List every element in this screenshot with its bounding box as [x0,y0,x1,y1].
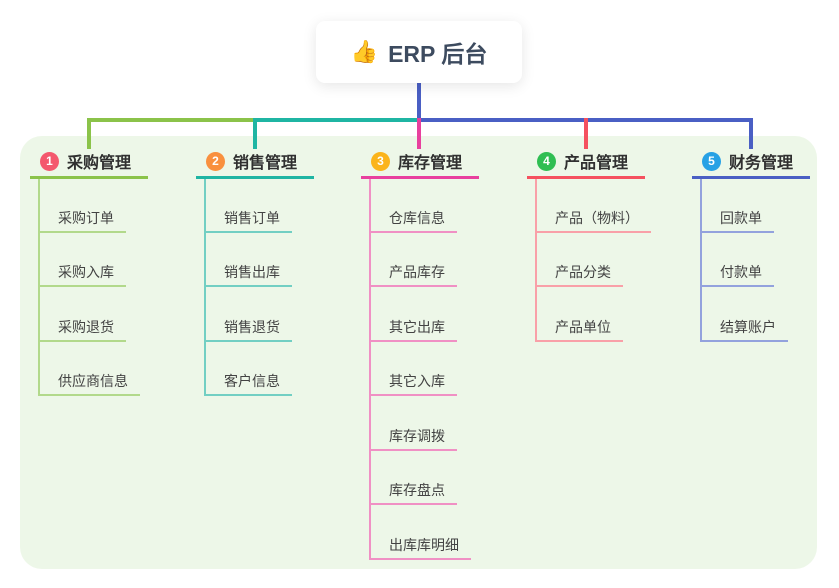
branch-spine [535,179,537,342]
connector-horizontal-branch2 [253,118,420,122]
child-node[interactable]: 销售退货 [204,314,292,342]
connector-drop-branch2 [253,118,257,149]
connector-drop-branch5 [749,118,753,149]
branch-label: 采购管理 [67,155,132,172]
child-node[interactable]: 出库库明细 [369,532,471,560]
child-node[interactable]: 采购订单 [38,205,126,233]
child-node[interactable]: 采购入库 [38,259,126,287]
branch-underline [361,176,479,179]
mindmap-background-panel [20,136,817,569]
root-node[interactable]: 👍 ERP 后台 [316,21,522,83]
connector-drop-branch3 [417,118,421,149]
child-node[interactable]: 付款单 [700,259,774,287]
branch-underline [30,176,148,179]
connector-horizontal-branch1 [87,118,255,122]
child-node[interactable]: 其它入库 [369,368,457,396]
child-node[interactable]: 采购退货 [38,314,126,342]
branch-spine [700,179,702,342]
branch-node-inventory[interactable]: 3 库存管理 [371,148,462,174]
branch-spine [369,179,371,560]
child-node[interactable]: 产品库存 [369,259,457,287]
branch-node-finance[interactable]: 5 财务管理 [702,148,793,174]
root-title: ERP 后台 [388,41,488,67]
badge-2-icon: 2 [206,151,225,171]
branch-label: 产品管理 [564,155,629,172]
badge-4-icon: 4 [537,151,556,171]
child-node[interactable]: 产品单位 [535,314,623,342]
child-node[interactable]: 库存调拨 [369,423,457,451]
badge-3-icon: 3 [371,151,390,171]
badge-1-icon: 1 [40,151,59,171]
branch-label: 销售管理 [233,155,298,172]
connector-drop-branch1 [87,118,91,149]
branch-node-purchase[interactable]: 1 采购管理 [40,148,131,174]
branch-label: 财务管理 [729,155,794,172]
branch-label: 库存管理 [398,155,463,172]
child-node[interactable]: 产品（物料） [535,205,651,233]
child-node[interactable]: 客户信息 [204,368,292,396]
branch-node-sales[interactable]: 2 销售管理 [206,148,297,174]
child-node[interactable]: 其它出库 [369,314,457,342]
child-node[interactable]: 销售出库 [204,259,292,287]
child-node[interactable]: 结算账户 [700,314,788,342]
thumbs-up-icon: 👍 [350,39,379,64]
branch-underline [527,176,645,179]
connector-root-drop [417,83,421,120]
branch-underline [196,176,314,179]
child-node[interactable]: 供应商信息 [38,368,140,396]
branch-node-product[interactable]: 4 产品管理 [537,148,628,174]
child-node[interactable]: 回款单 [700,205,774,233]
connector-drop-branch4 [584,118,588,149]
branch-underline [692,176,810,179]
badge-5-icon: 5 [702,151,721,171]
branch-spine [38,179,40,396]
child-node[interactable]: 产品分类 [535,259,623,287]
branch-spine [204,179,206,396]
child-node[interactable]: 销售订单 [204,205,292,233]
child-node[interactable]: 仓库信息 [369,205,457,233]
child-node[interactable]: 库存盘点 [369,477,457,505]
